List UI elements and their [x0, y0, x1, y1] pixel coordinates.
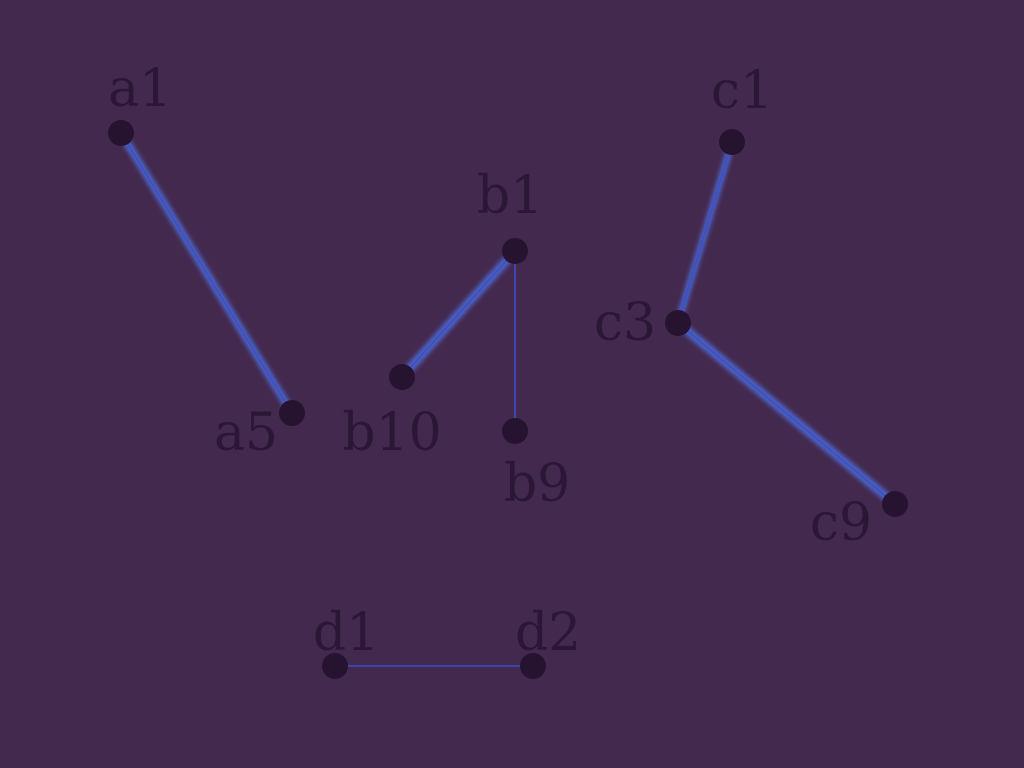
node-c1 [719, 129, 745, 155]
node-label-b1: b1 [477, 166, 543, 226]
node-label-a1: a1 [108, 59, 172, 119]
edge-core [120, 132, 293, 414]
node-d1 [322, 653, 348, 679]
edge-core [677, 322, 896, 505]
node-label-c1: c1 [711, 61, 773, 121]
labels-layer: a1 a5 b1 b10 b9 c1 c3 c9 d1 d2 [108, 59, 872, 663]
node-b1 [502, 238, 528, 264]
node-label-c9: c9 [810, 493, 872, 553]
node-c9 [882, 491, 908, 517]
edge-c1-c3 [674, 138, 736, 327]
node-b9 [502, 418, 528, 444]
node-a5 [279, 400, 305, 426]
edges-layer [117, 129, 900, 668]
node-b10 [389, 364, 415, 390]
node-c3 [665, 310, 691, 336]
edge-core [677, 141, 733, 324]
edge-core [401, 250, 516, 378]
node-d2 [520, 653, 546, 679]
nodes-layer [108, 120, 908, 679]
node-label-d2: d2 [515, 603, 581, 663]
node-a1 [108, 120, 134, 146]
node-label-d1: d1 [313, 603, 379, 663]
edge-c3-c9 [673, 318, 900, 509]
edge-b1-b10 [397, 246, 520, 382]
node-label-b9: b9 [504, 454, 570, 514]
node-label-a5: a5 [214, 403, 278, 463]
edge-a1-a5 [117, 129, 296, 417]
node-label-b10: b10 [342, 403, 441, 463]
node-label-c3: c3 [594, 293, 656, 353]
